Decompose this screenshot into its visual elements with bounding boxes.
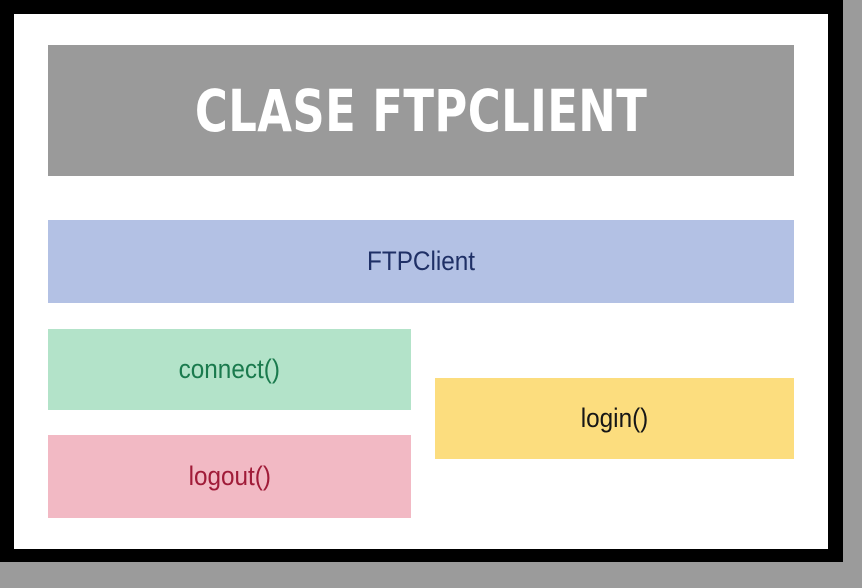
slide-surface: CLASE FTPCLIENT FTPClient connect() logi… bbox=[14, 14, 828, 549]
method-label-connect: connect() bbox=[178, 354, 281, 384]
class-name-box[interactable]: FTPClient bbox=[48, 220, 794, 303]
slide-title-banner[interactable]: CLASE FTPCLIENT bbox=[48, 45, 794, 176]
slide-frame: CLASE FTPCLIENT FTPClient connect() logi… bbox=[0, 0, 843, 562]
method-box-logout[interactable]: logout() bbox=[48, 435, 411, 518]
class-name-label: FTPClient bbox=[366, 246, 476, 276]
slide-title-text: CLASE FTPCLIENT bbox=[194, 76, 648, 145]
method-box-connect[interactable]: connect() bbox=[48, 329, 411, 410]
method-label-login: login() bbox=[580, 403, 649, 433]
method-box-login[interactable]: login() bbox=[435, 378, 794, 459]
method-label-logout: logout() bbox=[188, 461, 271, 491]
